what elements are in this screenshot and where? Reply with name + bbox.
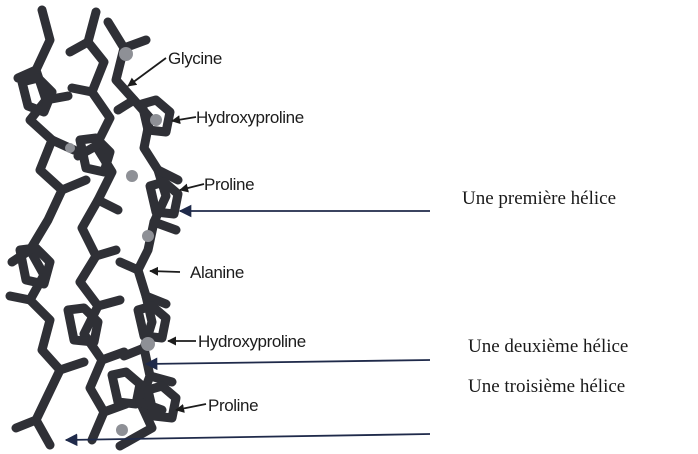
strand-middle <box>68 12 140 440</box>
glycine-label: Glycine <box>168 49 222 68</box>
helix-1-label: Une première hélice <box>462 188 616 209</box>
helix-labels: Une première hélice Une deuxième hélice … <box>462 188 628 397</box>
molecule-strands <box>10 10 178 446</box>
helix-2-label: Une deuxième hélice <box>468 336 628 357</box>
proline-1-label: Proline <box>204 175 254 194</box>
proline-2-pointer <box>176 404 206 410</box>
hydroxyproline-1-pointer <box>172 117 196 121</box>
strand-left <box>10 10 86 445</box>
proline-2-label: Proline <box>208 396 258 415</box>
alanine-label: Alanine <box>190 263 244 282</box>
helix-3-label: Une troisième hélice <box>468 376 625 397</box>
proline-1-pointer <box>180 184 204 190</box>
alanine-pointer <box>150 271 180 272</box>
hydroxyproline-2-label: Hydroxyproline <box>198 332 306 351</box>
hydroxyproline-1-label: Hydroxyproline <box>196 108 304 127</box>
glycine-pointer <box>128 58 166 86</box>
helix-2-arrow <box>146 360 430 364</box>
